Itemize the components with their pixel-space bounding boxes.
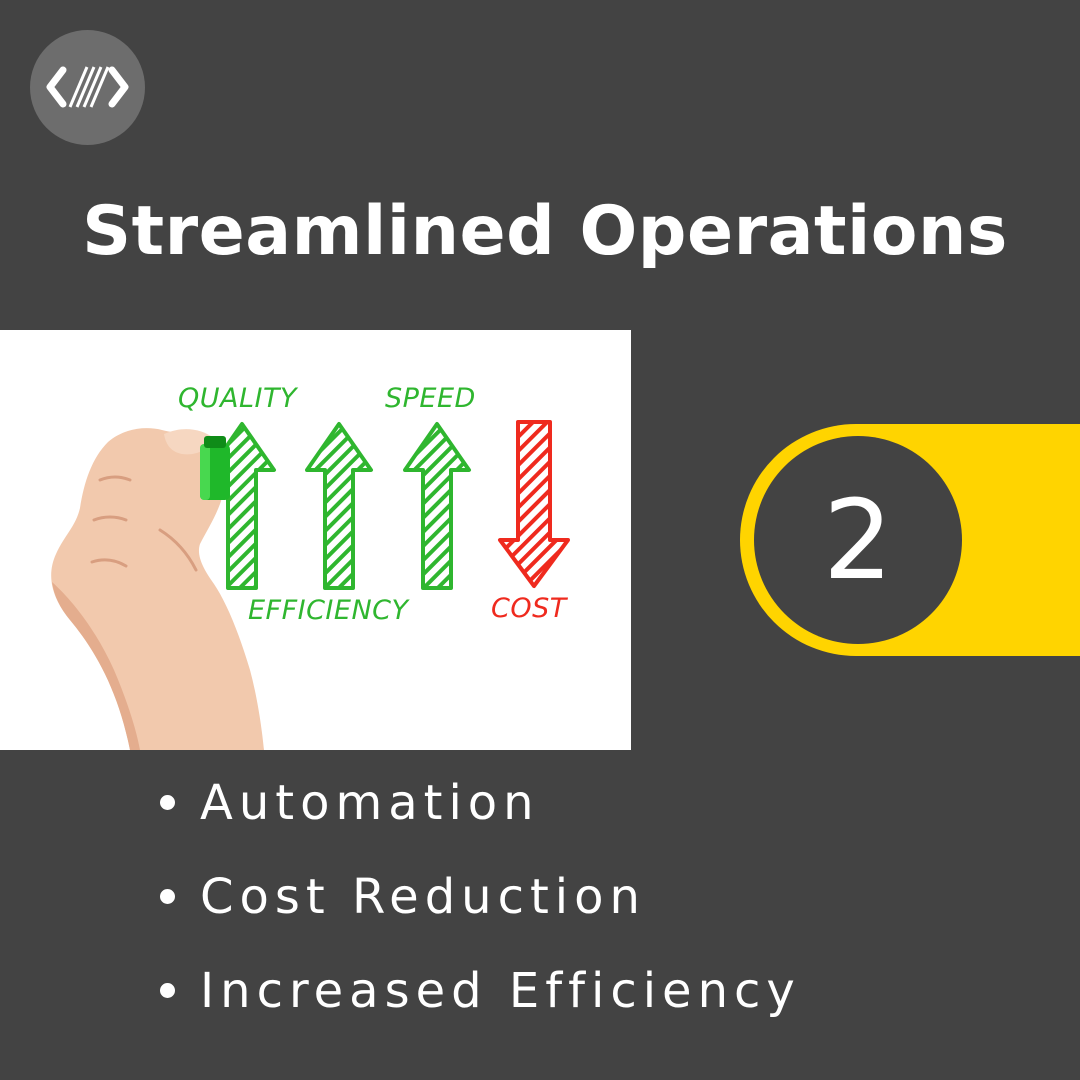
down-arrow-icon [498,420,570,588]
bullet-list: Automation Cost Reduction Increased Effi… [160,768,801,1050]
bullet-dot-icon [160,795,175,810]
up-arrow-icon [403,422,471,590]
illustration-panel: QUALITY SPEED EFFICIENCY COST [0,330,631,750]
label-speed: SPEED [385,383,476,414]
list-item: Increased Efficiency [160,956,801,1050]
page-title: Streamlined Operations [82,192,1008,271]
bullet-text: Automation [200,775,540,831]
list-item: Automation [160,768,801,862]
hand-image [51,428,264,750]
badge-number: 2 [823,476,893,604]
label-cost: COST [491,593,567,624]
list-item: Cost Reduction [160,862,801,956]
bullet-dot-icon [160,983,175,998]
logo [30,30,145,145]
bullet-text: Increased Efficiency [200,963,801,1019]
bullet-dot-icon [160,889,175,904]
code-brackets-icon [46,66,129,108]
up-arrow-icon [305,422,373,590]
bullet-text: Cost Reduction [200,869,646,925]
label-efficiency: EFFICIENCY [248,595,409,626]
label-quality: QUALITY [178,383,297,414]
arrows-illustration [51,420,570,750]
badge-circle [754,436,962,644]
